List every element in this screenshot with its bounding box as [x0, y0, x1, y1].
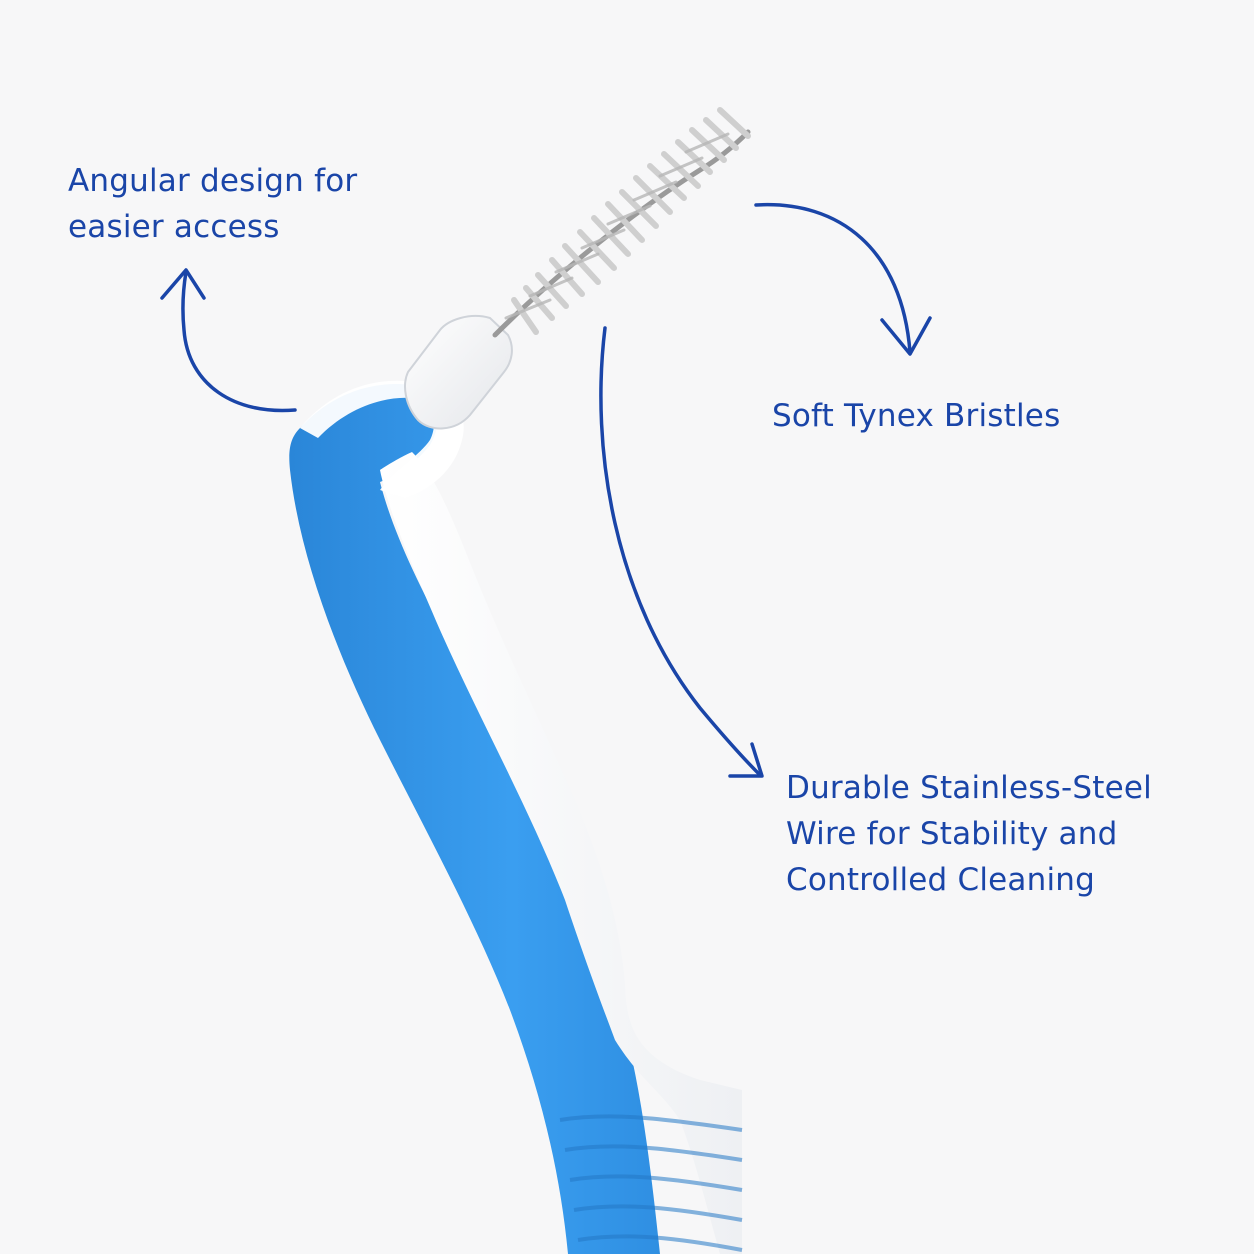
arrow-icon — [754, 202, 932, 356]
handle-white-panel — [380, 452, 742, 1254]
arrow-icon — [599, 326, 764, 778]
callout-angular-line-2: easier access — [68, 209, 280, 245]
handle-blue-body — [289, 384, 660, 1254]
callout-soft-bristles: Soft Tynex Bristles — [772, 393, 1060, 439]
callout-angular-line-1: Angular design for — [68, 163, 358, 199]
brush-bristles — [511, 107, 751, 335]
callout-wire-line-1: Durable Stainless-Steel — [786, 770, 1152, 806]
callout-angular-design: Angular design for easier access — [68, 158, 357, 250]
callout-wire-line-2: Wire for Stability and — [786, 816, 1118, 852]
callout-bristles-line-1: Soft Tynex Bristles — [772, 398, 1061, 434]
callout-wire-line-3: Controlled Cleaning — [786, 862, 1095, 898]
handle-white-cap — [300, 380, 464, 498]
brush-neck — [404, 314, 513, 430]
brush-wire — [492, 129, 751, 338]
callout-steel-wire: Durable Stainless-Steel Wire for Stabili… — [786, 765, 1152, 903]
grip-ridges — [559, 1114, 743, 1252]
arrow-icon — [160, 268, 297, 413]
